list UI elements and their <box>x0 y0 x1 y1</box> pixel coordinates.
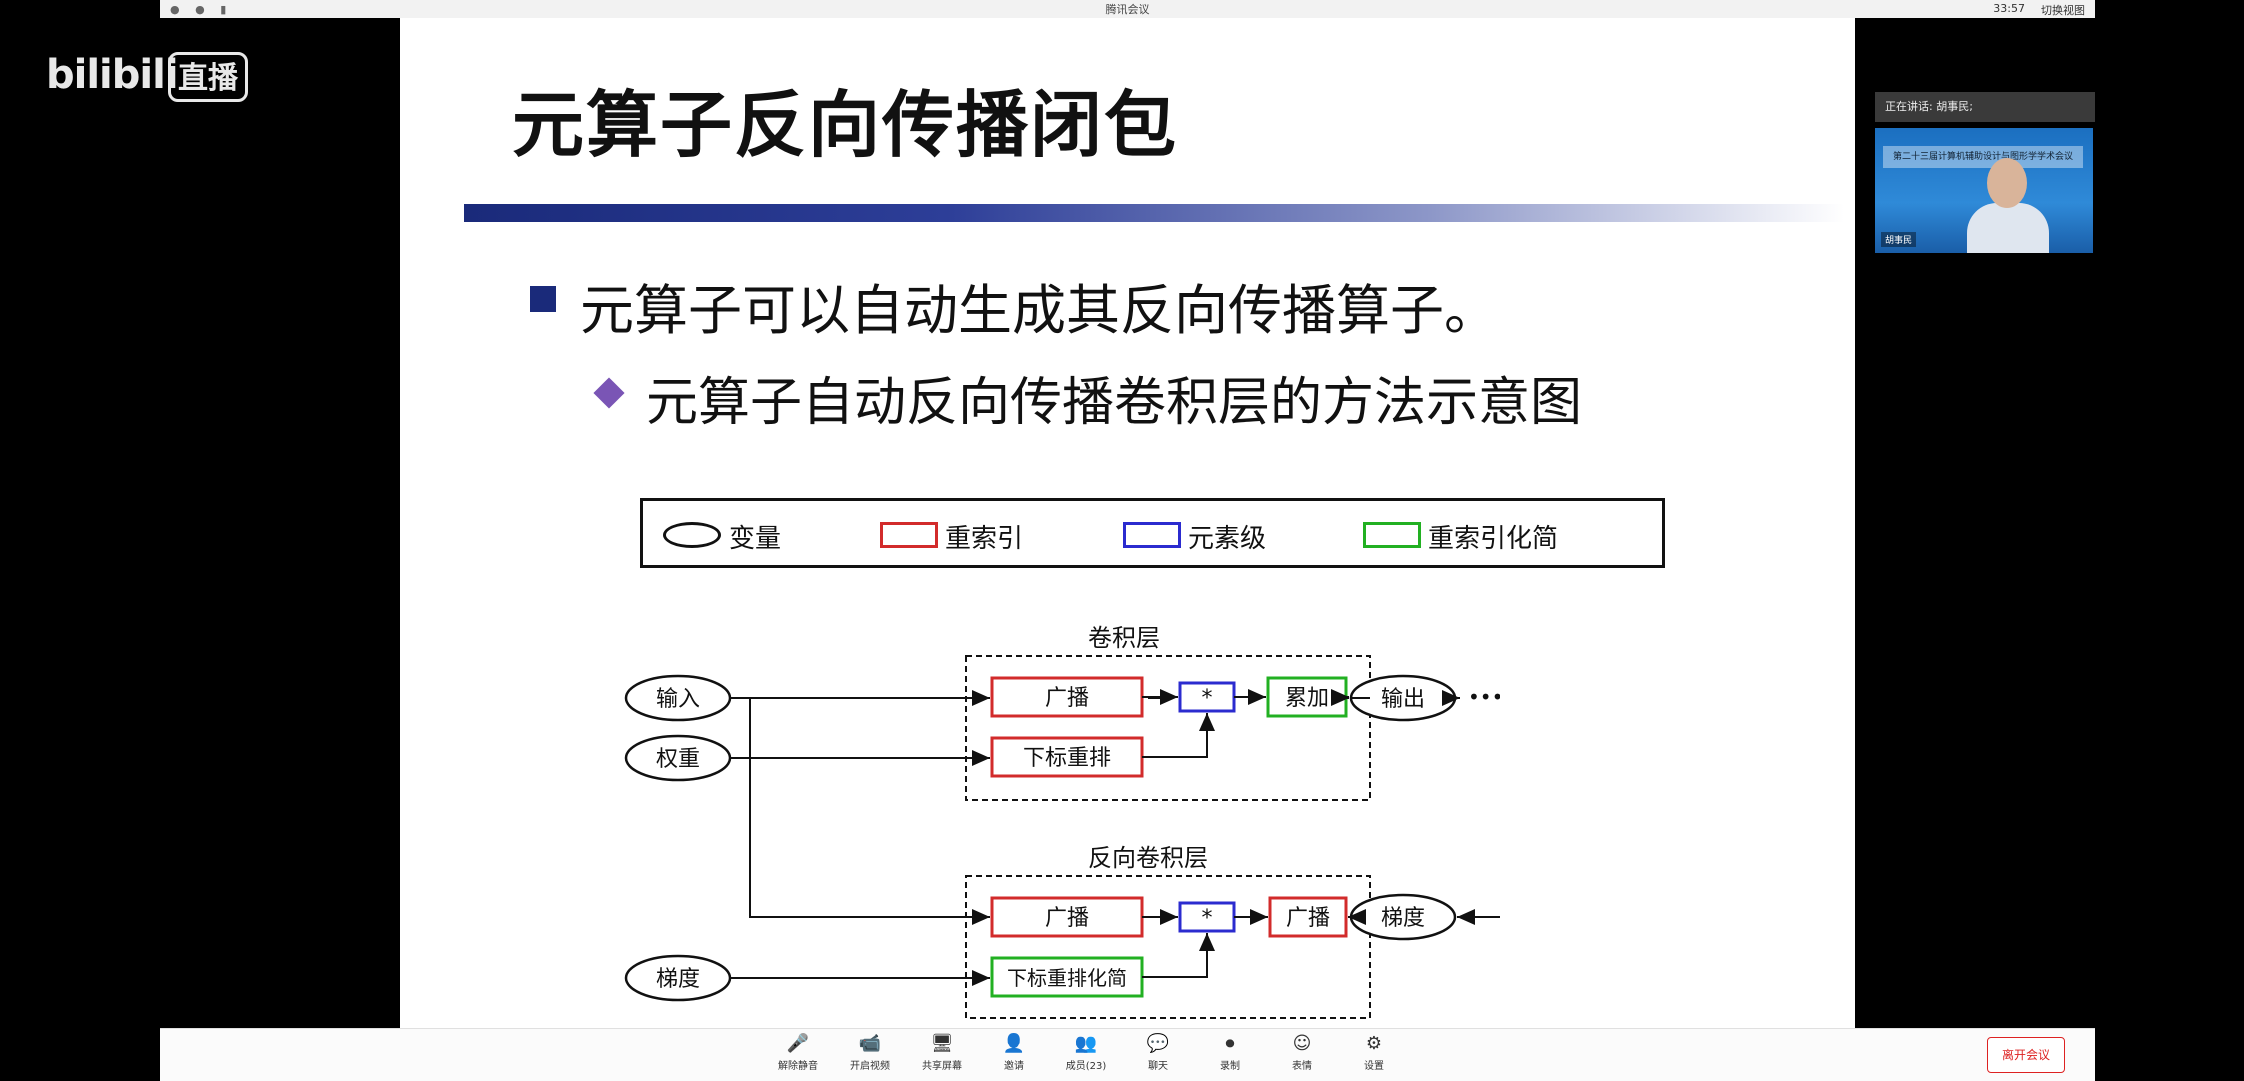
mic-off-icon: 🎤 <box>770 1033 826 1055</box>
left-black-area <box>160 18 400 1028</box>
record-label: 录制 <box>1202 1057 1258 1072</box>
switch-view-button[interactable]: 切换视图 <box>2041 2 2085 18</box>
settings-label: 设置 <box>1346 1057 1402 1072</box>
start-video-label: 开启视频 <box>842 1057 898 1072</box>
settings-button[interactable]: ⚙ 设置 <box>1346 1033 1402 1072</box>
record-button[interactable]: ⏺ 录制 <box>1202 1033 1258 1072</box>
shared-slide: 元算子反向传播闭包 元算子可以自动生成其反向传播算子。 元算子自动反向传播卷积层… <box>400 18 1855 1028</box>
speaker-video[interactable]: 第二十三届计算机辅助设计与图形学学术会议 胡事民 <box>1875 128 2093 253</box>
active-speaker-label: 正在讲话: 胡事民; <box>1875 92 2095 122</box>
start-video-button[interactable]: 📹 开启视频 <box>842 1033 898 1072</box>
members-label: 成员(23) <box>1058 1057 1114 1072</box>
reorder-reduce-label: 下标重排化简 <box>1007 966 1127 990</box>
broadcast-label-bwd: 广播 <box>1045 906 1089 931</box>
video-off-icon: 📹 <box>842 1033 898 1055</box>
backprop-diagram: 卷积层 反向卷积层 输入 权重 广播 下标重排 * 累加 输出 •••••• 广… <box>600 608 1500 1028</box>
legend-reindex: 重索引 <box>945 518 1023 555</box>
back-conv-label: 反向卷积层 <box>1088 844 1208 872</box>
broadcast-label-bwd2: 广播 <box>1286 906 1330 931</box>
legend-blue-rect <box>1123 522 1181 548</box>
legend-reindex-reduce: 重索引化简 <box>1428 518 1558 555</box>
share-screen-label: 共享屏幕 <box>914 1057 970 1072</box>
speaker-body <box>1967 203 2049 253</box>
slide-title: 元算子反向传播闭包 <box>512 66 1178 171</box>
members-button[interactable]: 👥 成员(23) <box>1058 1033 1114 1072</box>
meeting-toolbar: 🎤 解除静音 📹 开启视频 🖥 共享屏幕 👤 邀请 👥 成员(23) 💬 聊天 … <box>160 1028 2095 1081</box>
leave-meeting-button[interactable]: 离开会议 <box>1987 1037 2065 1073</box>
window-title: 腾讯会议 <box>160 1 2095 17</box>
window-titlebar: ● ● ▮ 腾讯会议 33:57 切换视图 <box>160 0 2095 19</box>
conference-banner: 第二十三届计算机辅助设计与图形学学术会议 <box>1883 146 2083 168</box>
conv-label: 卷积层 <box>1088 624 1160 652</box>
emoji-button[interactable]: ☺ 表情 <box>1274 1033 1330 1072</box>
legend-ellipse-shape <box>663 522 721 548</box>
legend-elementwise: 元素级 <box>1188 518 1266 555</box>
legend-variable: 变量 <box>729 518 781 555</box>
diagram-legend: 变量 重索引 元素级 重索引化简 <box>640 498 1665 568</box>
invite-label: 邀请 <box>986 1057 1042 1072</box>
title-rule <box>464 204 1844 222</box>
bilibili-logo: bilibili <box>46 52 178 98</box>
emoji-label: 表情 <box>1274 1057 1330 1072</box>
broadcast-label-fwd: 广播 <box>1045 686 1089 711</box>
unmute-button[interactable]: 🎤 解除静音 <box>770 1033 826 1072</box>
reorder-label-fwd: 下标重排 <box>1023 746 1111 771</box>
weight-label: 权重 <box>656 747 700 772</box>
multiply-label-bwd: * <box>1202 906 1213 931</box>
screen-share-icon: 🖥 <box>914 1033 970 1055</box>
speaker-name: 胡事民 <box>1881 232 1916 247</box>
settings-icon: ⚙ <box>1346 1033 1402 1055</box>
multiply-label-fwd: * <box>1202 686 1213 711</box>
share-screen-button[interactable]: 🖥 共享屏幕 <box>914 1033 970 1072</box>
chat-button[interactable]: 💬 聊天 <box>1130 1033 1186 1072</box>
legend-green-rect <box>1363 522 1421 548</box>
diamond-bullet-icon <box>593 377 624 408</box>
gradient-label-left: 梯度 <box>656 967 700 992</box>
live-badge: 直播 <box>168 52 248 102</box>
meeting-timer: 33:57 <box>1993 2 2025 15</box>
members-icon: 👥 <box>1058 1033 1114 1055</box>
unmute-label: 解除静音 <box>770 1057 826 1072</box>
invite-button[interactable]: 👤 邀请 <box>986 1033 1042 1072</box>
input-label: 输入 <box>656 687 700 712</box>
chat-icon: 💬 <box>1130 1033 1186 1055</box>
speaker-head <box>1987 158 2027 208</box>
legend-red-rect <box>880 522 938 548</box>
gradient-label-right: 梯度 <box>1381 906 1425 931</box>
record-icon: ⏺ <box>1202 1033 1258 1055</box>
bullet-level1: 元算子可以自动生成其反向传播算子。 <box>580 266 1498 345</box>
bullet-level2: 元算子自动反向传播卷积层的方法示意图 <box>646 360 1582 435</box>
ellipsis-text: •••••• <box>1468 685 1500 709</box>
square-bullet-icon <box>530 286 556 312</box>
emoji-icon: ☺ <box>1274 1033 1330 1055</box>
chat-label: 聊天 <box>1130 1057 1186 1072</box>
output-label: 输出 <box>1381 687 1425 712</box>
invite-icon: 👤 <box>986 1033 1042 1055</box>
accumulate-label: 累加 <box>1285 686 1329 711</box>
